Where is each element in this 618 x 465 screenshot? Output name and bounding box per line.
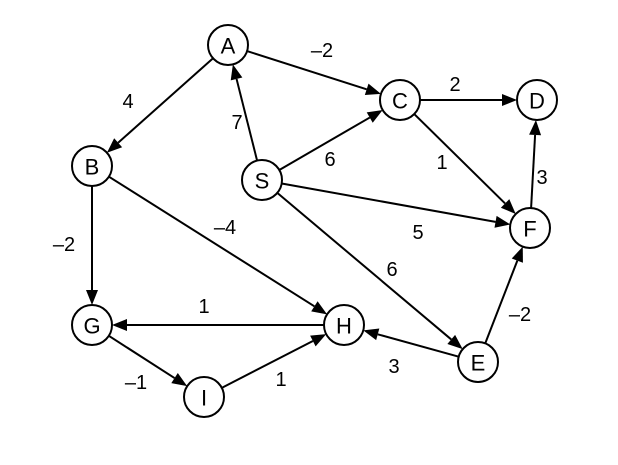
edge-s-c bbox=[278, 110, 383, 171]
node-circle bbox=[323, 304, 365, 346]
node-e: E bbox=[457, 341, 499, 383]
edge-s-a bbox=[230, 64, 259, 161]
edge-a-c bbox=[246, 50, 381, 96]
node-label: A bbox=[221, 34, 236, 59]
node-circle bbox=[509, 207, 551, 249]
edge-weight-c-f: 1 bbox=[436, 152, 447, 174]
edge-weight-s-f: 5 bbox=[412, 222, 423, 244]
edge-weight-e-h: 3 bbox=[388, 356, 399, 378]
node-circle bbox=[183, 376, 225, 418]
node-label: F bbox=[523, 217, 536, 242]
node-b: B bbox=[71, 145, 113, 187]
edge-weight-h-g: 1 bbox=[198, 296, 209, 318]
weights-layer: –2 4 7 2 6 1 3 5 –4 –2 6 1 –2 3 –1 1 bbox=[53, 40, 548, 394]
node-circle bbox=[379, 79, 421, 121]
edge-weight-c-d: 2 bbox=[449, 74, 460, 96]
edge-weight-i-h: 1 bbox=[275, 369, 286, 391]
node-circle bbox=[207, 24, 249, 66]
edge-line bbox=[278, 116, 371, 171]
edge-weight-s-a: 7 bbox=[231, 112, 242, 134]
edge-i-h bbox=[221, 334, 327, 389]
edge-h-g bbox=[112, 319, 324, 331]
node-s: S bbox=[241, 159, 283, 201]
arrowhead-icon bbox=[311, 301, 328, 315]
arrowhead-icon bbox=[363, 328, 380, 341]
arrowhead-icon bbox=[86, 290, 98, 305]
arrowhead-icon bbox=[112, 319, 127, 331]
node-label: B bbox=[85, 155, 100, 180]
node-f: F bbox=[509, 207, 551, 249]
edge-f-d bbox=[529, 119, 542, 209]
arrowhead-icon bbox=[106, 138, 123, 153]
arrowhead-icon bbox=[500, 199, 516, 214]
edges-layer bbox=[86, 50, 542, 389]
node-label: E bbox=[471, 351, 486, 376]
node-g: G bbox=[71, 304, 113, 346]
edge-line bbox=[276, 192, 452, 341]
arrowhead-icon bbox=[310, 334, 327, 347]
edge-weight-b-g: –2 bbox=[53, 234, 75, 256]
node-d: D bbox=[516, 79, 558, 121]
edge-weight-a-c: –2 bbox=[311, 40, 333, 62]
edge-weight-s-c: 6 bbox=[324, 149, 335, 171]
node-i: I bbox=[183, 376, 225, 418]
node-label: H bbox=[336, 314, 352, 339]
edge-weight-e-f: –2 bbox=[509, 304, 531, 326]
edge-line bbox=[413, 113, 506, 205]
edge-b-g bbox=[86, 186, 98, 305]
edge-line bbox=[246, 50, 367, 91]
edge-b-h bbox=[108, 175, 328, 315]
node-circle bbox=[71, 145, 113, 187]
node-circle bbox=[516, 79, 558, 121]
node-circle bbox=[457, 341, 499, 383]
arrowhead-icon bbox=[364, 83, 381, 96]
edge-weight-f-d: 3 bbox=[536, 167, 547, 189]
edge-line bbox=[117, 57, 214, 144]
arrowhead-icon bbox=[366, 110, 383, 123]
edge-line bbox=[484, 260, 519, 344]
edge-line bbox=[108, 334, 176, 379]
node-c: C bbox=[379, 79, 421, 121]
edge-weight-b-h: –4 bbox=[214, 217, 236, 239]
edge-weight-a-b: 4 bbox=[122, 91, 133, 113]
node-circle bbox=[71, 304, 113, 346]
edge-weight-g-i: –1 bbox=[125, 372, 147, 394]
edge-e-f bbox=[484, 246, 523, 344]
nodes-layer: A B C D S F G H E I bbox=[71, 24, 558, 418]
edge-a-b bbox=[106, 57, 214, 153]
edge-line bbox=[377, 333, 459, 358]
edge-g-i bbox=[108, 334, 188, 387]
arrowhead-icon bbox=[529, 119, 542, 136]
arrowhead-icon bbox=[511, 246, 523, 263]
edge-line bbox=[235, 78, 259, 161]
edge-s-e bbox=[276, 192, 463, 350]
node-label: I bbox=[201, 386, 207, 411]
node-h: H bbox=[323, 304, 365, 346]
node-label: D bbox=[529, 89, 545, 114]
arrowhead-icon bbox=[494, 215, 511, 228]
edge-line bbox=[281, 182, 496, 223]
edge-c-d bbox=[420, 94, 517, 106]
edge-c-f bbox=[413, 113, 516, 214]
node-circle bbox=[241, 159, 283, 201]
arrowhead-icon bbox=[447, 334, 463, 350]
node-label: G bbox=[83, 314, 100, 339]
node-label: S bbox=[255, 169, 270, 194]
arrowhead-icon bbox=[230, 64, 243, 81]
node-label: C bbox=[392, 89, 408, 114]
edge-line bbox=[221, 340, 314, 389]
node-a: A bbox=[207, 24, 249, 66]
edge-s-f bbox=[281, 182, 511, 228]
edge-weight-s-e: 6 bbox=[386, 259, 397, 281]
arrowhead-icon bbox=[502, 94, 517, 106]
arrowhead-icon bbox=[171, 373, 188, 387]
edge-line bbox=[530, 134, 537, 209]
edge-line bbox=[108, 175, 315, 308]
edge-e-h bbox=[363, 328, 459, 358]
